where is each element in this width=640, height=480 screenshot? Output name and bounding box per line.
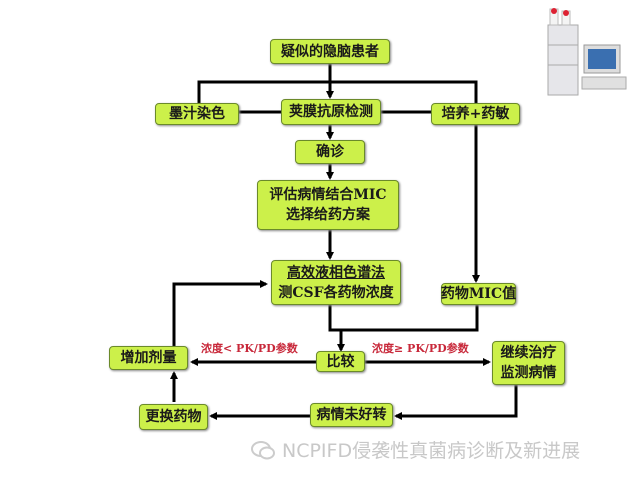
edge-label-below: 浓度< PK/PD参数 (201, 342, 298, 355)
node-label: 高效液相色谱法 (287, 264, 385, 281)
wechat-icon (251, 440, 275, 459)
node-label: 荚膜抗原检测 (289, 104, 373, 120)
node-continue: 继续治疗 监测病情 (492, 341, 565, 385)
node-label: 监测病情 (500, 365, 557, 381)
node-label: 更换药物 (145, 409, 202, 425)
node-not-improved: 病情未好转 (310, 403, 393, 427)
node-label: 比较 (326, 353, 355, 370)
branch-line (197, 80, 478, 103)
node-hplc: 高效液相色谱法 测CSF各药物浓度 (271, 260, 401, 305)
edge-label-above: 浓度≥ PK/PD参数 (372, 342, 469, 355)
node-compare: 比较 (316, 351, 365, 372)
node-ink-stain: 墨汁染色 (155, 103, 239, 125)
node-assess: 评估病情结合MIC 选择给药方案 (257, 180, 399, 230)
node-mic: 药物MIC值 (441, 283, 516, 305)
node-label: 病情未好转 (316, 407, 387, 423)
arrow-back-hplc (172, 280, 268, 346)
merge-line (328, 305, 479, 332)
node-increase: 增加剂量 (109, 346, 188, 370)
node-label: 药物MIC值 (440, 286, 517, 302)
node-label: 选择给药方案 (286, 207, 370, 223)
node-label: 继续治疗 (500, 345, 557, 361)
watermark: NCPIFD侵袭性真菌病诊断及新进展 (250, 436, 580, 463)
node-label: 疑似的隐脑患者 (281, 43, 379, 60)
node-culture: 培养+药敏 (431, 103, 520, 125)
node-label: 墨汁染色 (169, 106, 225, 122)
node-antigen: 荚膜抗原检测 (281, 99, 381, 125)
node-label: 增加剂量 (120, 350, 177, 366)
watermark-text: NCPIFD侵袭性真菌病诊断及新进展 (282, 440, 581, 462)
node-label: 确诊 (316, 144, 344, 160)
node-label: 测CSF各药物浓度 (278, 284, 394, 301)
node-label: 评估病情结合MIC (269, 187, 387, 203)
arrow-not-improved (394, 385, 518, 420)
node-suspected: 疑似的隐脑患者 (270, 39, 390, 64)
hplc-instrument-image (547, 8, 627, 96)
node-confirm: 确诊 (295, 140, 365, 164)
node-label: 培养+药敏 (441, 106, 510, 122)
node-switch: 更换药物 (139, 404, 208, 430)
